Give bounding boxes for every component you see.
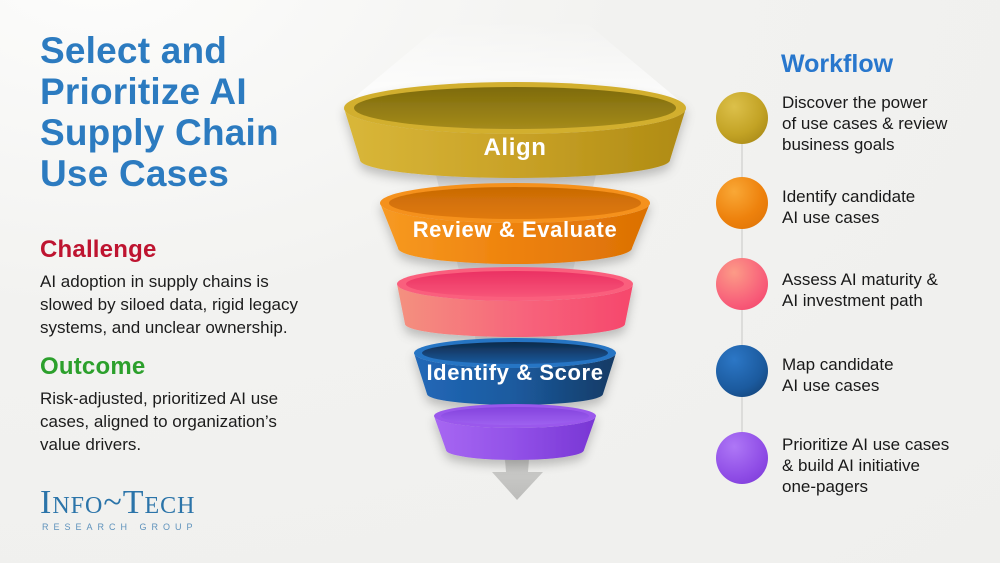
workflow-step-1-label: Discover the power of use cases & review… <box>782 93 948 154</box>
workflow-step-2-label: Identify candidate AI use cases <box>782 187 916 227</box>
funnel-arrow-down-icon <box>492 446 543 500</box>
funnel-label-identify-score: Identify & Score <box>426 360 603 385</box>
funnel-label-review-evaluate: Review & Evaluate <box>413 217 618 242</box>
infotech-logo: Info~Tech RESEARCH GROUP <box>40 484 198 533</box>
outcome-heading: Outcome <box>40 353 146 380</box>
funnel-stage-align: Align <box>344 82 686 178</box>
workflow-step-1-dot <box>716 92 768 144</box>
funnel-stage-identify-score: Identify & Score <box>414 338 616 405</box>
logo-subtitle: RESEARCH GROUP <box>42 522 198 532</box>
outcome-body: Risk-adjusted, prioritized AI use cases,… <box>40 389 279 454</box>
workflow-step-5-label: Prioritize AI use cases & build AI initi… <box>782 435 950 496</box>
workflow-step-4-dot <box>716 345 768 397</box>
workflow-step-4-label: Map candidate AI use cases <box>782 355 894 395</box>
funnel-stage-prioritize <box>434 404 596 460</box>
page-title: Select and Prioritize AI Supply Chain Us… <box>40 30 279 194</box>
challenge-body: AI adoption in supply chains is slowed b… <box>40 272 298 337</box>
workflow-step-2-dot <box>716 177 768 229</box>
logo-wordmark: Info~Tech <box>40 484 196 521</box>
workflow-heading: Workflow <box>781 50 894 78</box>
challenge-heading: Challenge <box>40 236 157 263</box>
funnel-stage-assess <box>397 267 633 337</box>
funnel-label-align: Align <box>484 134 547 161</box>
workflow-step-3-dot <box>716 258 768 310</box>
workflow-step-3-label: Assess AI maturity & AI investment path <box>782 270 938 310</box>
funnel-stage-review-evaluate: Review & Evaluate <box>380 183 650 264</box>
workflow-step-5-dot <box>716 432 768 484</box>
funnel-top-flare <box>344 20 686 106</box>
